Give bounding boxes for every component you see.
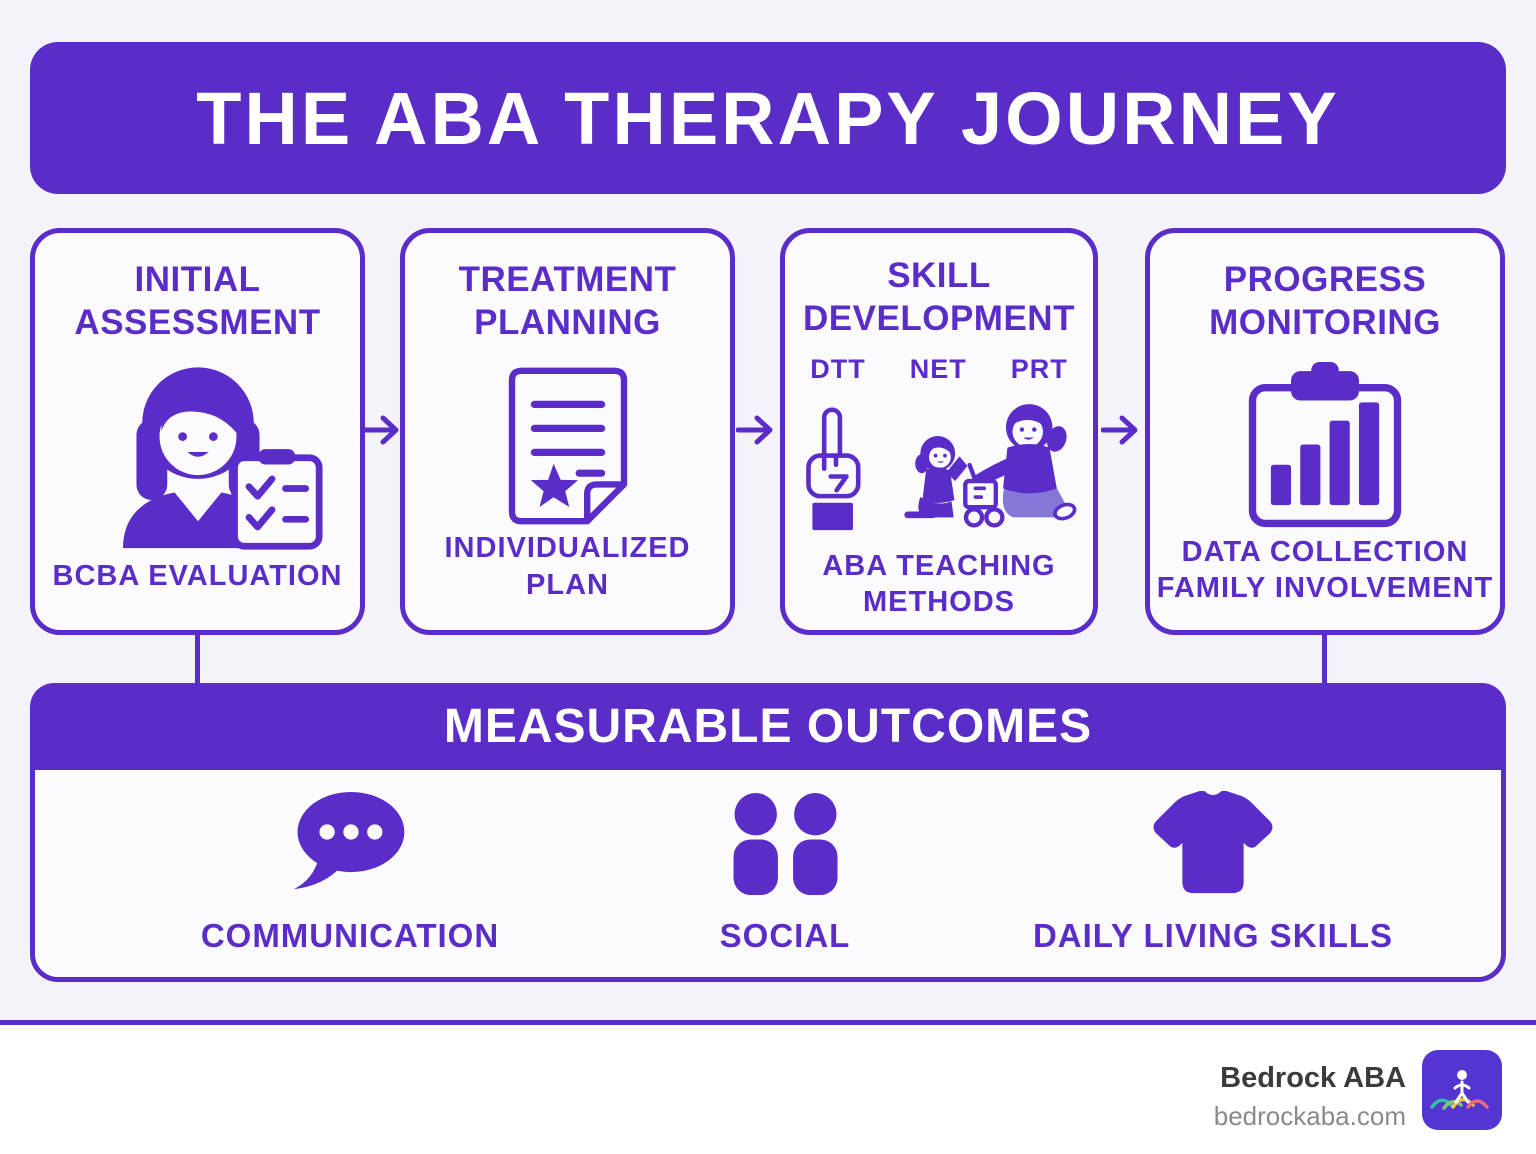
brand-website: bedrockaba.com xyxy=(1213,1101,1406,1131)
step-title: INITIAL ASSESSMENT xyxy=(74,260,321,342)
step-card-progress-monitoring: PROGRESS MONITORING DATA COLLECTION FAMI… xyxy=(1145,228,1505,635)
teaching-methods-row: DTT NET PRT xyxy=(810,354,1067,385)
method-net: NET xyxy=(909,354,967,385)
footer-text-block: Bedrock ABA bedrockaba.com xyxy=(1214,1062,1406,1132)
flow-arrow-icon xyxy=(736,415,773,445)
footer-divider xyxy=(0,1020,1536,1025)
step-card-skill-development: SKILL DEVELOPMENT DTT NET PRT xyxy=(780,228,1098,635)
chart-clipboard-icon xyxy=(1247,360,1403,530)
method-prt: PRT xyxy=(1010,354,1068,385)
outcome-social: SOCIAL xyxy=(575,783,995,955)
pointing-hand-icon xyxy=(806,407,861,531)
teaching-hand-and-play-icon xyxy=(798,393,1080,543)
measurable-outcomes-header: MEASURABLE OUTCOMES xyxy=(30,683,1506,770)
step-title: SKILL DEVELOPMENT xyxy=(803,256,1075,338)
brand-name: Bedrock ABA xyxy=(1220,1062,1406,1094)
flow-arrow-icon xyxy=(1101,415,1138,445)
step-subtitle: ABA TEACHING METHODS xyxy=(822,549,1056,618)
therapy-play-icon xyxy=(904,404,1077,528)
step-title: TREATMENT PLANNING xyxy=(458,260,677,342)
outcome-daily-living-skills: DAILY LIVING SKILLS xyxy=(1003,783,1423,955)
step-card-treatment-planning: TREATMENT PLANNING INDIVIDUALIZED PLAN xyxy=(400,228,735,635)
title-banner: THE ABA THERAPY JOURNEY xyxy=(30,42,1506,194)
chat-bubble-icon xyxy=(288,783,412,895)
measurable-outcomes-panel: MEASURABLE OUTCOMES COMMUNICATION xyxy=(30,683,1506,982)
method-dtt: DTT xyxy=(810,354,866,385)
step-subtitle: BCBA EVALUATION xyxy=(52,559,343,592)
step-subtitle-line1: DATA COLLECTION xyxy=(1181,535,1469,568)
flow-arrow-icon xyxy=(362,415,399,445)
outcome-communication: COMMUNICATION xyxy=(140,783,560,955)
therapist-clipboard-icon xyxy=(73,354,323,550)
two-people-icon xyxy=(724,783,846,895)
step-subtitle: DATA COLLECTION FAMILY INVOLVEMENT xyxy=(1157,534,1494,607)
connector-line xyxy=(195,633,200,685)
page-title: THE ABA THERAPY JOURNEY xyxy=(196,76,1340,160)
connector-line xyxy=(1322,633,1327,685)
outcomes-title: MEASURABLE OUTCOMES xyxy=(443,700,1093,753)
step-subtitle: INDIVIDUALIZED PLAN xyxy=(444,532,691,601)
bedrock-aba-logo xyxy=(1422,1050,1502,1130)
outcome-label: SOCIAL xyxy=(719,917,851,954)
step-subtitle-line2: FAMILY INVOLVEMENT xyxy=(1156,571,1494,604)
tshirt-icon xyxy=(1151,783,1275,895)
outcome-label: COMMUNICATION xyxy=(200,917,500,954)
step-title: PROGRESS MONITORING xyxy=(1209,260,1441,342)
plan-document-icon xyxy=(504,362,632,530)
outcome-label: DAILY LIVING SKILLS xyxy=(1032,917,1394,954)
step-card-initial-assessment: INITIAL ASSESSMENT xyxy=(30,228,365,635)
